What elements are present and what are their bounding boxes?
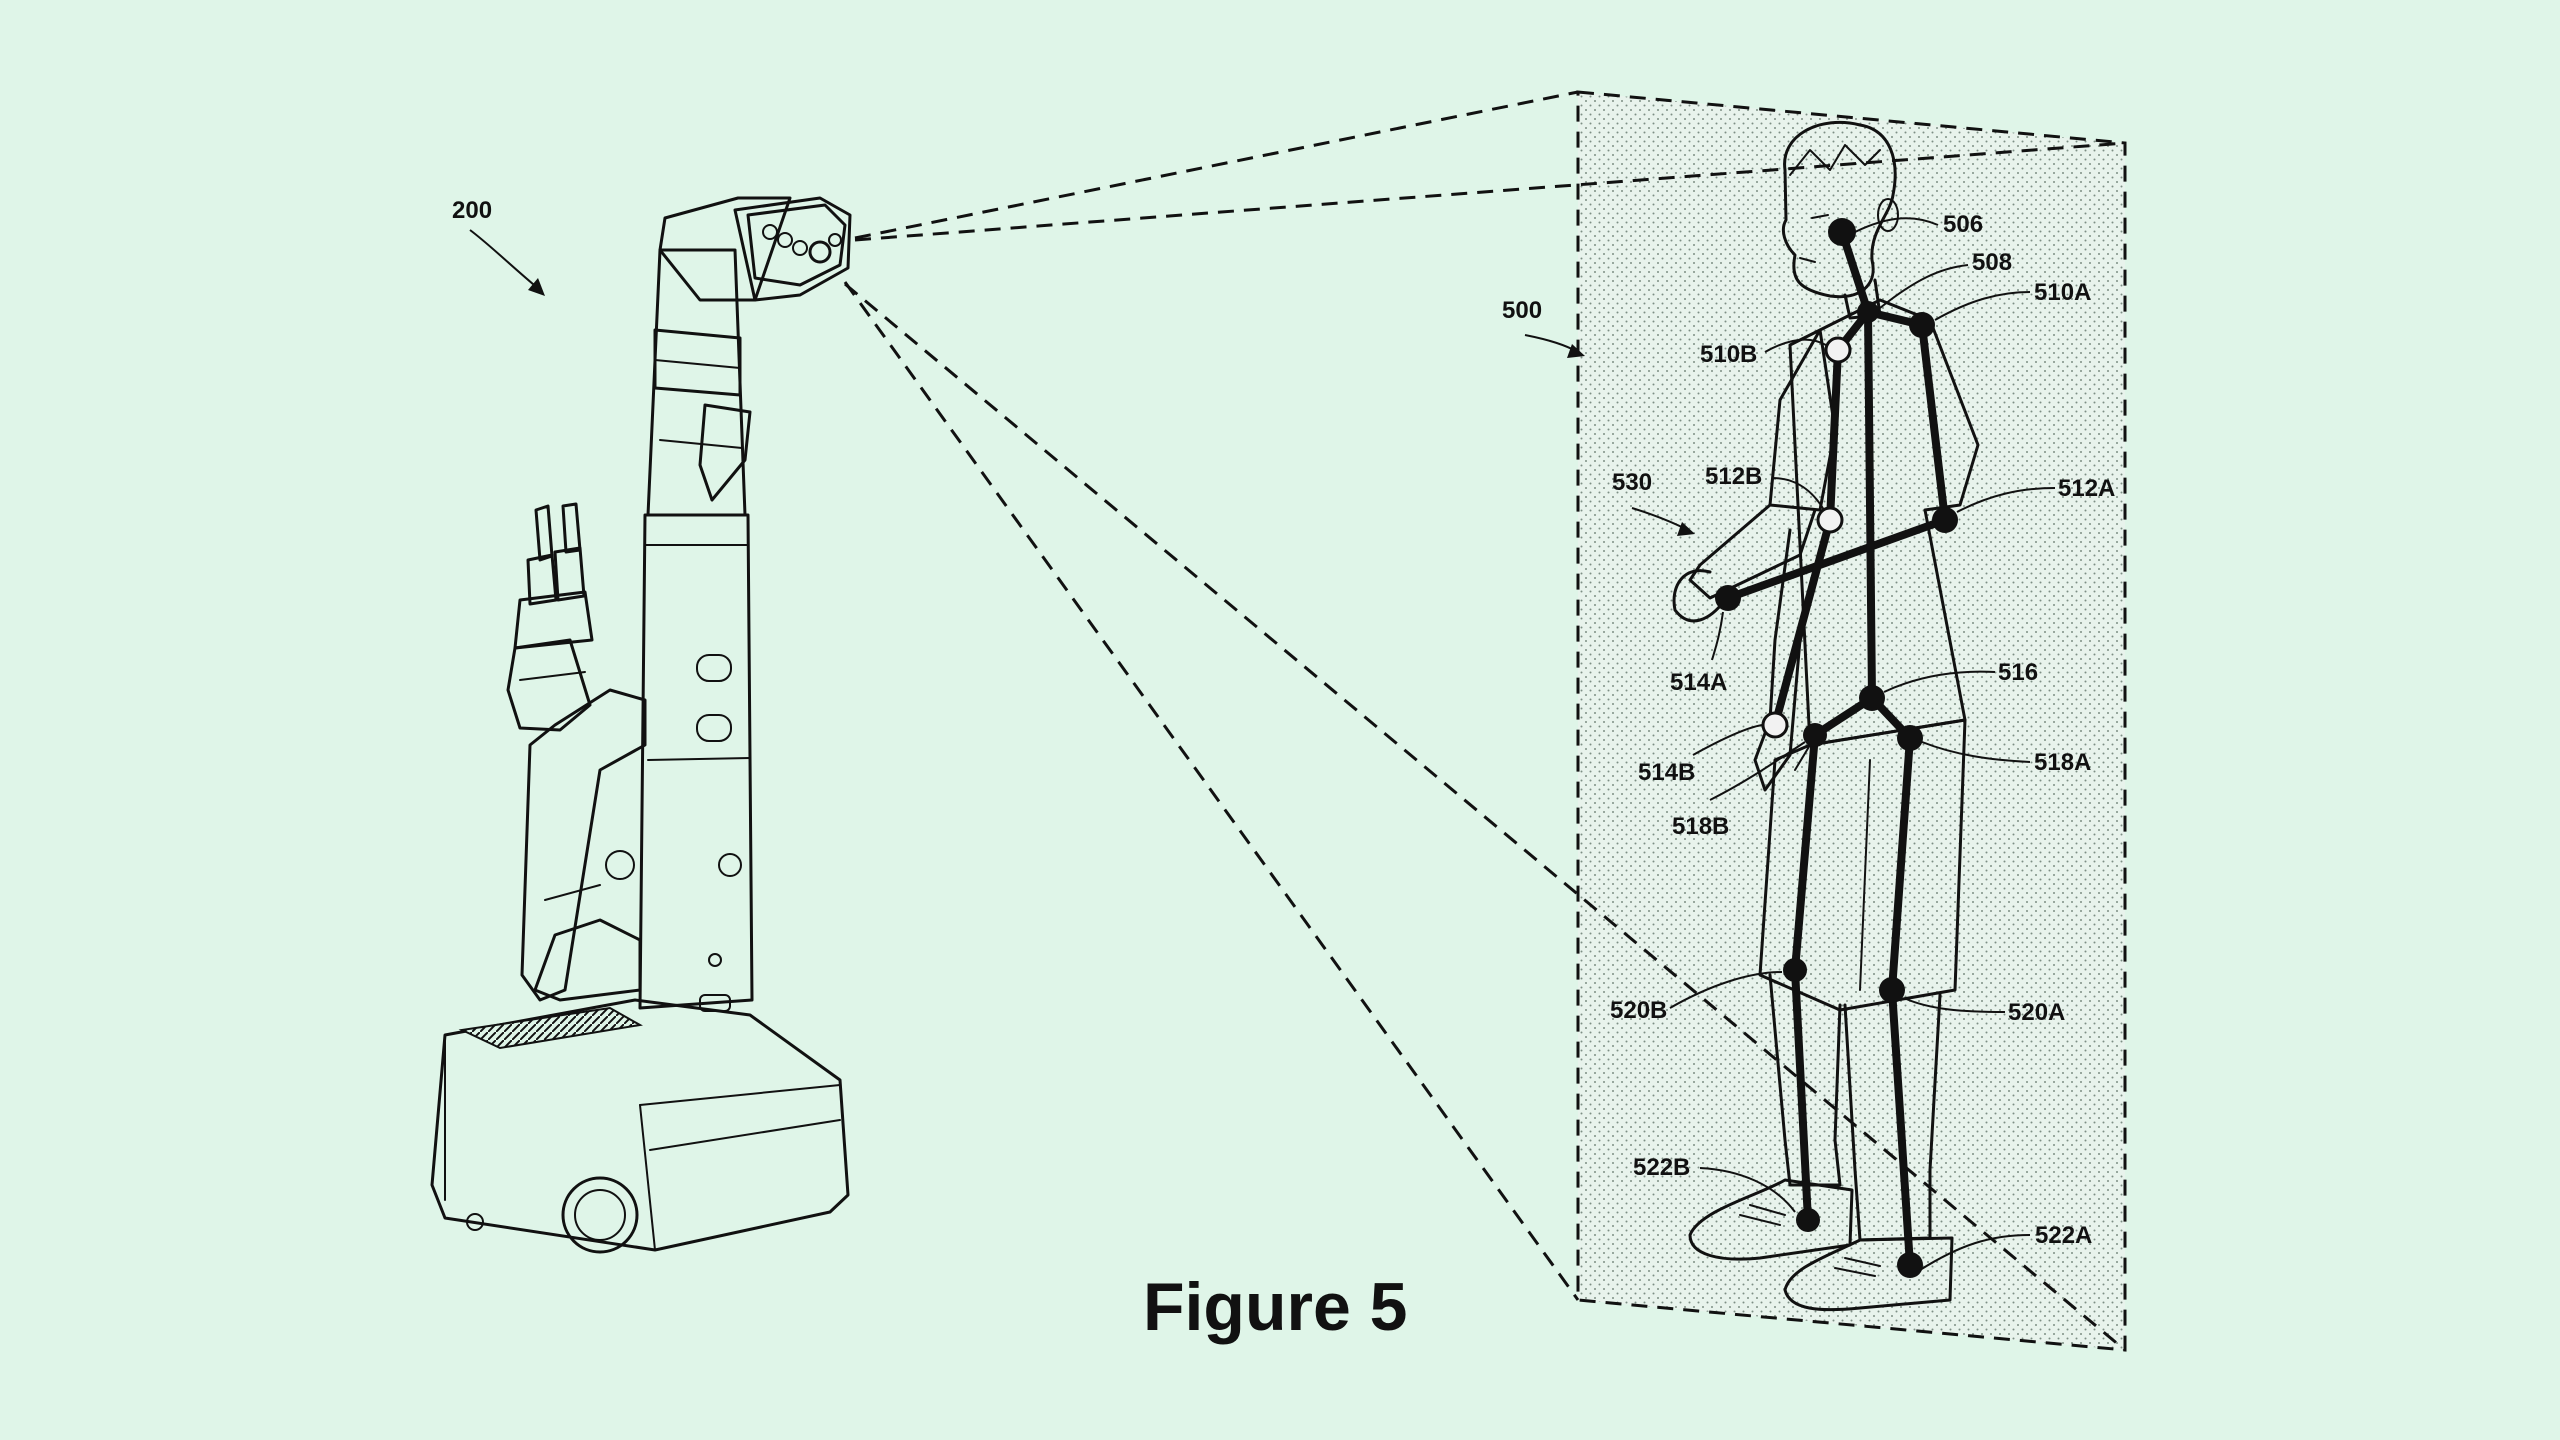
- robot-ref-leader: [469, 229, 541, 291]
- joint-elbow-b: [1816, 506, 1844, 534]
- robot-neck-tilt: [658, 196, 792, 302]
- robot-gripper-finger: [526, 553, 558, 606]
- person-head: [1781, 120, 1897, 299]
- frame-ref-leader: [1524, 334, 1579, 353]
- field-of-view-lines: [843, 90, 2126, 1352]
- joint-ankle-b: [1796, 1208, 1820, 1232]
- label-frame: 500: [1502, 297, 1542, 324]
- label-wrist-a: 514A: [1670, 669, 1727, 696]
- label-hip-a: 518A: [2034, 749, 2091, 776]
- label-knee-a: 520A: [2008, 999, 2065, 1026]
- robot-arm-lower: [520, 688, 647, 1002]
- figure-caption: Figure 5: [1143, 1269, 1408, 1345]
- robot-upper-column: [646, 248, 747, 517]
- person-shoe: [1783, 1236, 1954, 1312]
- label-shoulder-b: 510B: [1700, 341, 1757, 368]
- joint-ankle-a: [1897, 1252, 1923, 1278]
- joint-wrist-a: [1715, 585, 1741, 611]
- joint-knee-b: [1783, 958, 1807, 982]
- arrow-icon: [1567, 344, 1585, 358]
- joint-elbow-a: [1932, 507, 1958, 533]
- label-skeleton: 530: [1612, 469, 1652, 496]
- joint-neck: [1857, 301, 1879, 323]
- joint-hip-b: [1803, 723, 1827, 747]
- joint-wrist-b: [1761, 711, 1789, 739]
- label-robot: 200: [452, 197, 492, 224]
- robot-wrist: [506, 638, 592, 732]
- robot-sensor-bezel: [746, 203, 847, 287]
- label-wrist-b: 514B: [1638, 759, 1695, 786]
- label-pelvis: 516: [1998, 659, 2038, 686]
- robot-camera-icon: [762, 224, 842, 264]
- reference-labels: 500 530 506 508 510A 510B 512A 512B 514A…: [1502, 211, 2115, 1249]
- joint-shoulder-a: [1909, 312, 1935, 338]
- joint-head: [1828, 218, 1856, 246]
- robot-gripper-finger: [553, 546, 586, 602]
- image-plane-fill: [1578, 92, 2125, 1350]
- arrow-icon: [1677, 522, 1695, 536]
- label-shoulder-a: 510A: [2034, 279, 2091, 306]
- joint-shoulder-b: [1824, 336, 1852, 364]
- robot-torso: [638, 513, 754, 1010]
- label-elbow-a: 512A: [2058, 475, 2115, 502]
- label-hip-b: 518B: [1672, 813, 1729, 840]
- leader-lines: [1669, 217, 2056, 1271]
- label-knee-b: 520B: [1610, 997, 1667, 1024]
- label-ankle-a: 522A: [2035, 1222, 2092, 1249]
- person-illustration: [1672, 120, 1980, 1312]
- joint-pelvis: [1859, 685, 1885, 711]
- robot-wheel: [561, 1176, 639, 1254]
- robot-base-grille: [458, 1006, 643, 1050]
- label-head: 506: [1943, 211, 1983, 238]
- skeleton-joints: [1715, 218, 1958, 1278]
- label-neck: 508: [1972, 249, 2012, 276]
- arrow-icon: [528, 278, 545, 296]
- label-elbow-b: 512B: [1705, 463, 1762, 490]
- label-ankle-b: 522B: [1633, 1154, 1690, 1181]
- person-shoe: [1688, 1178, 1854, 1261]
- robot-illustration: [430, 196, 852, 1254]
- robot-head: [733, 196, 852, 302]
- robot-base: [430, 998, 850, 1252]
- joint-knee-a: [1879, 977, 1905, 1003]
- joint-hip-a: [1897, 725, 1923, 751]
